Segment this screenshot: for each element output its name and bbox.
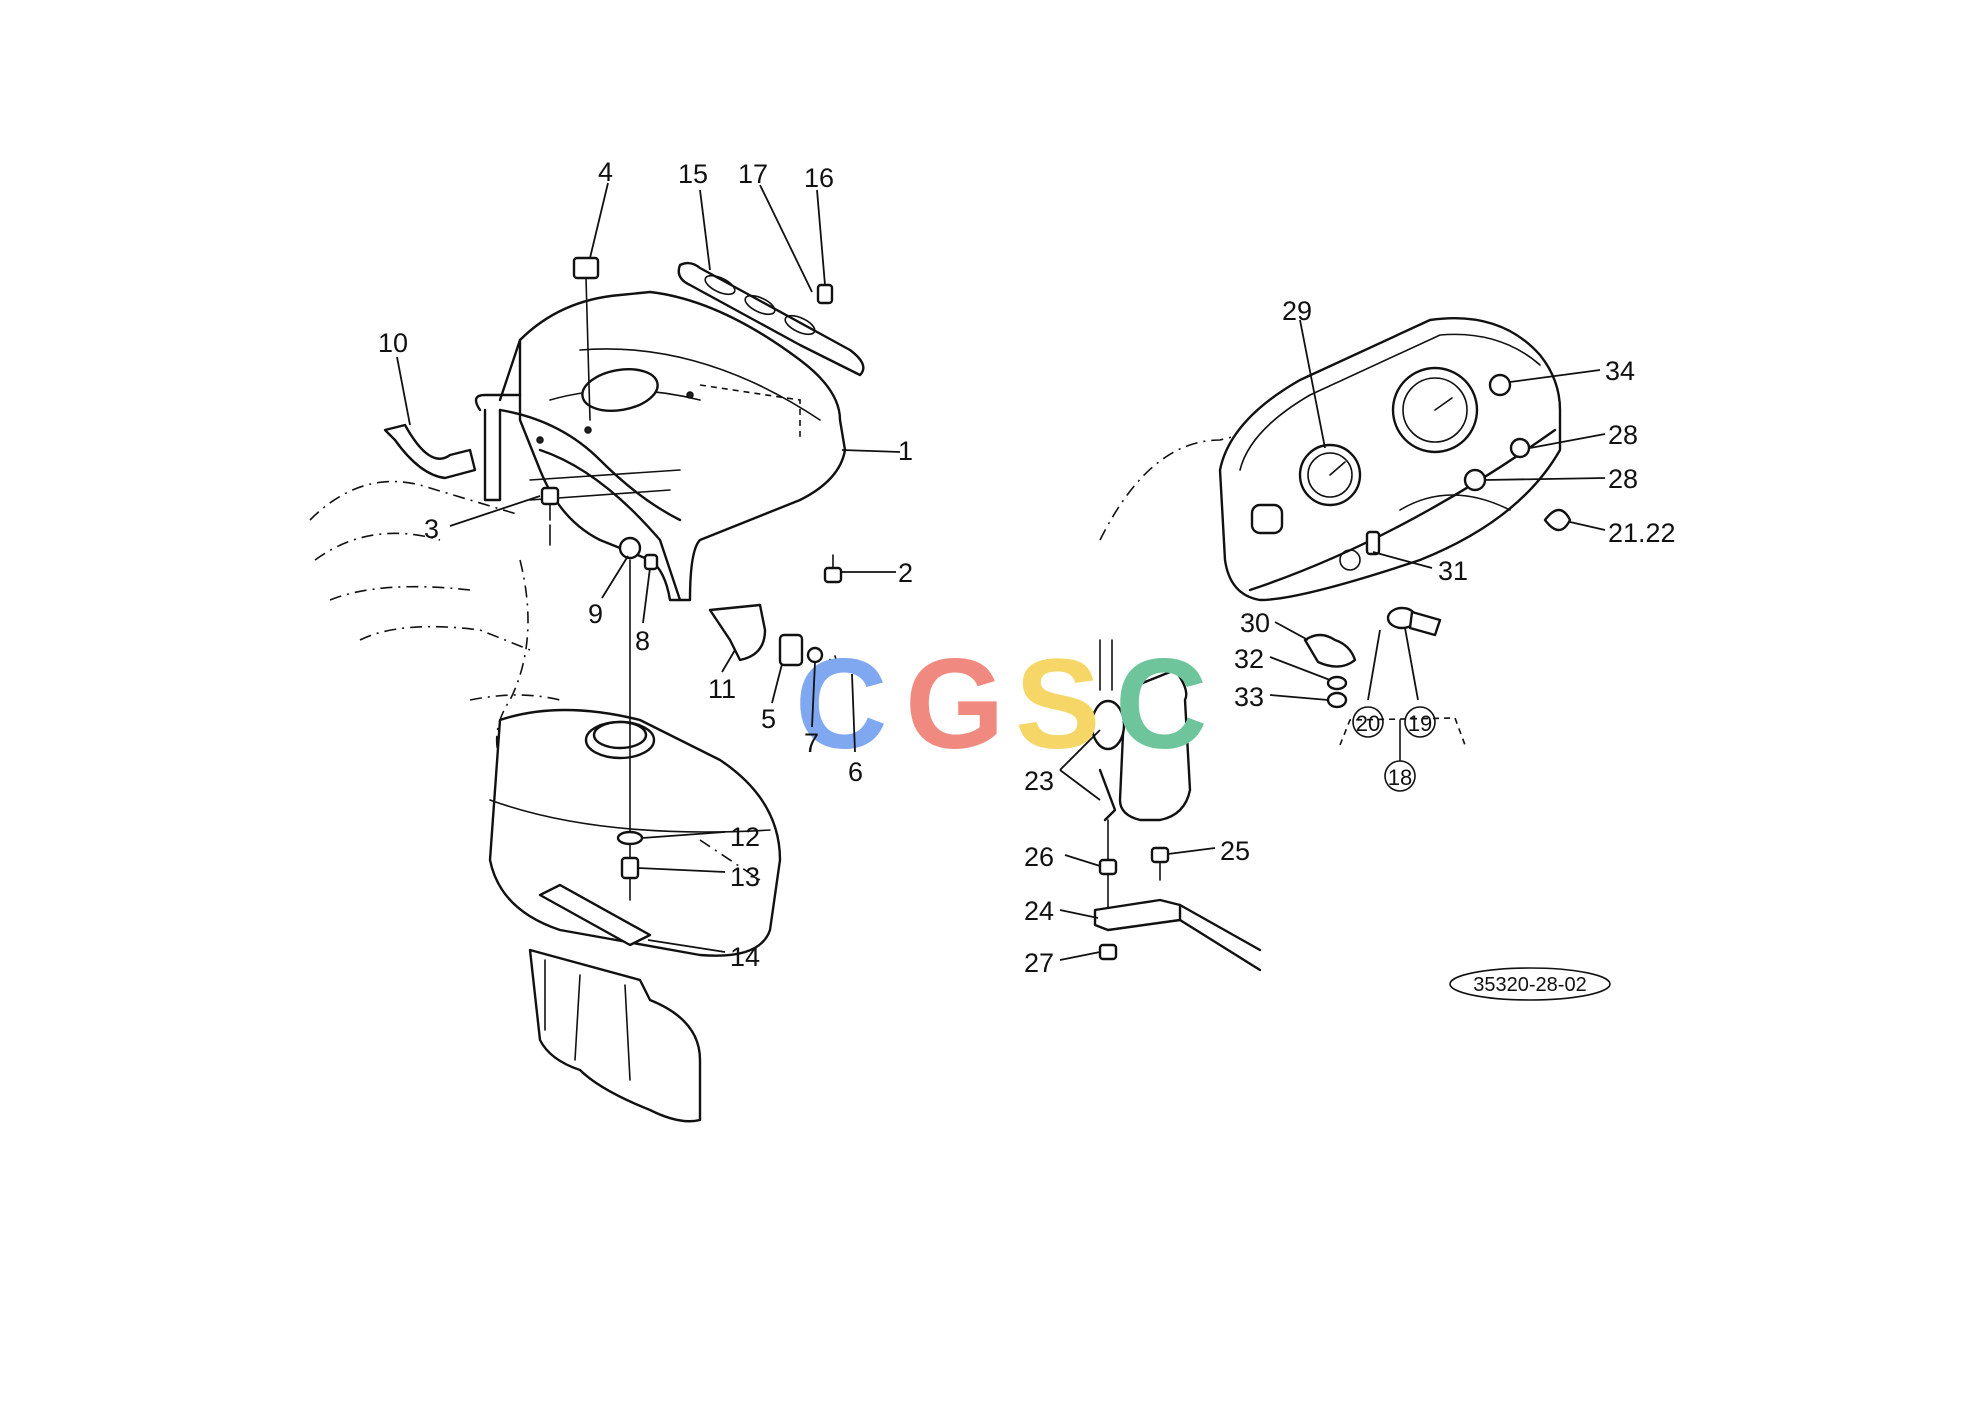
callout-2: 2 (898, 558, 913, 588)
watermark-letter-4: C (1115, 633, 1207, 776)
mount-plate (1303, 633, 1357, 668)
watermark-letter-3: S (1015, 633, 1100, 776)
callout-7: 7 (804, 728, 819, 758)
callout-18: 18 (1388, 765, 1412, 790)
callout-13: 13 (730, 862, 760, 892)
callout-4: 4 (598, 157, 613, 187)
callout-30: 30 (1240, 608, 1270, 638)
instrument-panel (1218, 316, 1562, 602)
callout-10: 10 (378, 328, 408, 358)
callout-labels: 1 2 3 4 5 6 7 8 9 10 11 12 13 14 15 16 1… (378, 157, 1676, 978)
callout-32: 32 (1234, 644, 1264, 674)
callout-9: 9 (588, 599, 603, 629)
callout-23: 23 (1024, 766, 1054, 796)
callout-24: 24 (1024, 896, 1054, 926)
callout-3: 3 (424, 514, 439, 544)
callout-26: 26 (1024, 842, 1054, 872)
hood-cover (518, 290, 847, 602)
lower-skirt (528, 948, 702, 1123)
callout-28-upper: 28 (1608, 420, 1638, 450)
support-bracket (1118, 668, 1192, 822)
callout-11: 11 (708, 674, 736, 704)
left-assembly (309, 256, 865, 1123)
callout-27: 27 (1024, 948, 1054, 978)
clip (572, 256, 600, 280)
watermark-letter-1: C (795, 633, 887, 776)
callout-1: 1 (898, 436, 913, 466)
callout-20-circled: 20 (1352, 706, 1384, 738)
callout-29: 29 (1282, 296, 1312, 326)
callout-12: 12 (730, 822, 760, 852)
right-assembly (1099, 316, 1572, 761)
callout-15: 15 (678, 159, 708, 189)
callout-28-lower: 28 (1608, 464, 1638, 494)
gasket-panel (677, 261, 865, 377)
callout-19-circled: 19 (1404, 706, 1436, 738)
watermark: C G S C (795, 633, 1207, 776)
callout-34: 34 (1605, 356, 1635, 386)
callout-8: 8 (635, 626, 650, 656)
callout-19: 19 (1408, 711, 1432, 736)
center-assembly (1090, 639, 1262, 972)
callout-6: 6 (848, 757, 863, 787)
callout-20: 20 (1356, 711, 1380, 736)
callout-14: 14 (730, 942, 760, 972)
callout-16: 16 (804, 163, 834, 193)
callout-18-circled: 18 (1384, 760, 1416, 792)
callout-17: 17 (738, 159, 768, 189)
callout-25: 25 (1220, 836, 1250, 866)
reference-code: 35320-28-02 (1473, 974, 1586, 996)
leader-lines (396, 182, 1606, 961)
callout-5: 5 (761, 704, 776, 734)
callout-33: 33 (1234, 682, 1264, 712)
reference-code-badge: 35320-28-02 (1449, 967, 1611, 1001)
watermark-letter-2: G (905, 633, 1005, 776)
callout-31: 31 (1438, 556, 1468, 586)
callout-21-22: 21.22 (1608, 518, 1676, 548)
bracket (383, 423, 477, 480)
